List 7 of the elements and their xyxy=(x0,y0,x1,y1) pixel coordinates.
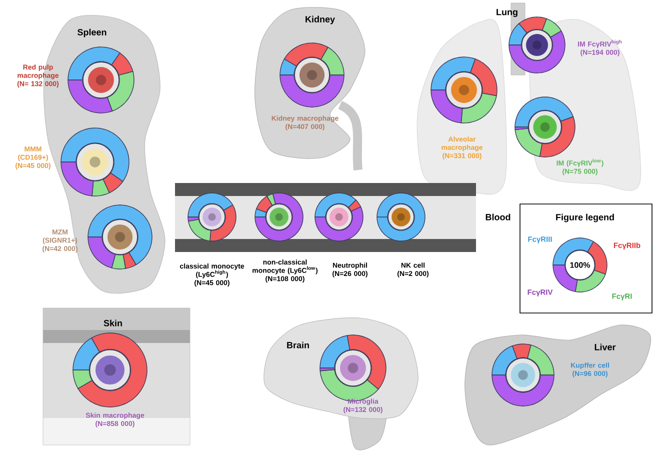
percent-label: 100% xyxy=(570,262,590,268)
organ-title: Spleen xyxy=(78,28,106,38)
organ-title: Lung xyxy=(496,8,518,18)
organ-title: Figure legend xyxy=(556,214,614,222)
organ-title: Liver xyxy=(594,344,616,350)
organ-title: Skin xyxy=(104,320,122,326)
organ-title: Blood xyxy=(486,214,510,220)
